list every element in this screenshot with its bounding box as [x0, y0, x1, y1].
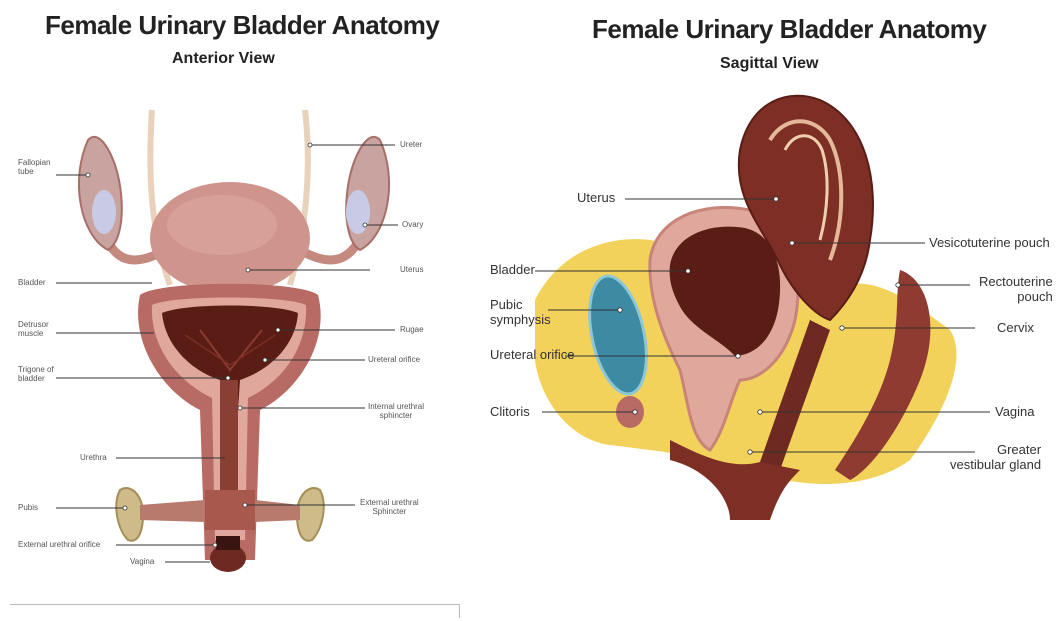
- right-pubis: [297, 488, 324, 541]
- bottom-divider: [10, 604, 460, 605]
- label-cervix: Cervix: [997, 321, 1034, 336]
- label-clitoris: Clitoris: [490, 405, 530, 420]
- sagittal-illustration: [470, 0, 1061, 621]
- label-greater-vestibular-gland: Greater vestibular gland: [950, 443, 1041, 473]
- label-ureter: Ureter: [400, 140, 422, 149]
- anterior-view-panel: Female Urinary Bladder Anatomy Anterior …: [0, 0, 470, 621]
- label-fallopian-tube: Fallopian tube: [18, 158, 50, 176]
- label-external-sphincter: External urethral Sphincter: [360, 498, 419, 516]
- label-uterus: Uterus: [400, 265, 424, 274]
- label-ureteral-orifice-sagittal: Ureteral orifice: [490, 348, 575, 363]
- label-bladder-sagittal: Bladder: [490, 263, 535, 278]
- left-pubis: [116, 488, 143, 541]
- sagittal-view-panel: Female Urinary Bladder Anatomy Sagittal …: [470, 0, 1061, 621]
- label-vesicouterine-pouch: Vesicotuterine pouch: [929, 236, 1050, 251]
- label-rectouterine-pouch: Rectouterine pouch: [979, 275, 1053, 305]
- bottom-divider-tick: [459, 604, 460, 618]
- label-uterus-sagittal: Uterus: [577, 191, 615, 206]
- label-vagina-anterior: Vagina: [130, 557, 154, 566]
- anterior-illustration: [0, 0, 470, 621]
- label-vagina-sagittal: Vagina: [995, 405, 1035, 420]
- label-trigone: Trigone of bladder: [18, 365, 54, 383]
- label-external-orifice: External urethral orifice: [18, 540, 100, 549]
- label-pubic-symphysis: Pubic symphysis: [490, 298, 551, 328]
- label-bladder: Bladder: [18, 278, 46, 287]
- label-rugae: Rugae: [400, 325, 424, 334]
- label-detrusor-muscle: Detrusor muscle: [18, 320, 49, 338]
- label-ovary: Ovary: [402, 220, 423, 229]
- label-urethra: Urethra: [80, 453, 107, 462]
- label-pubis: Pubis: [18, 503, 38, 512]
- label-internal-sphincter: Internal urethral sphincter: [368, 402, 424, 420]
- label-ureteral-orifice: Ureteral orifice: [368, 355, 420, 364]
